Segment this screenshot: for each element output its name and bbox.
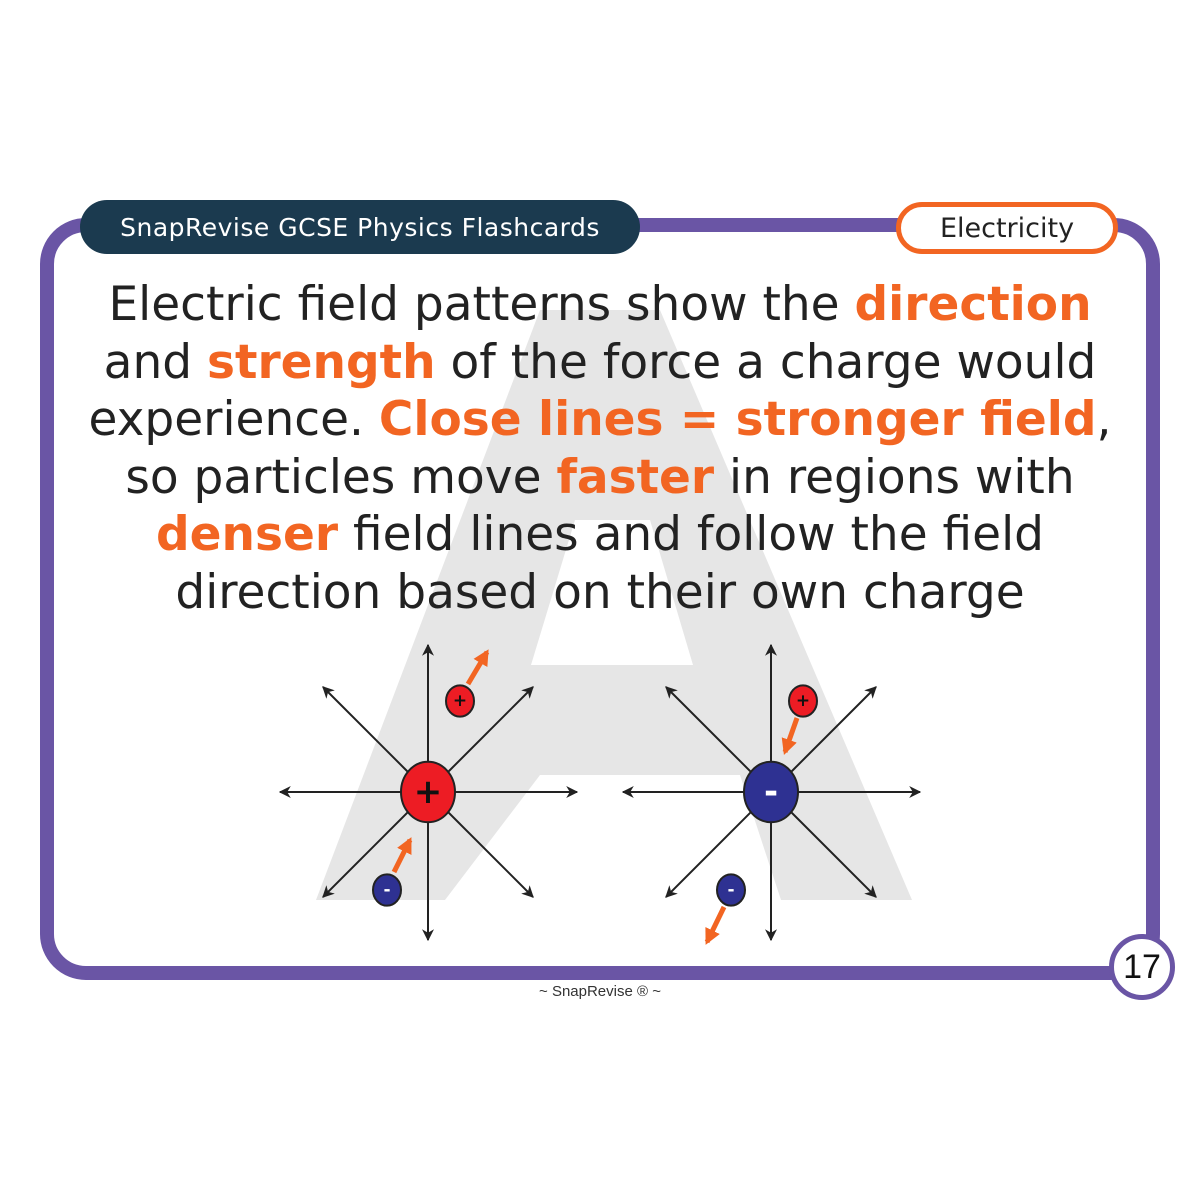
minus-sign-icon: - — [727, 880, 734, 900]
header-title: SnapRevise GCSE Physics Flashcards — [80, 200, 640, 254]
body-text-segment: in regions with — [714, 449, 1075, 505]
watermark-letter-a — [316, 310, 912, 900]
body-text-segment: Electric field patterns show the — [108, 277, 855, 332]
force-arrow — [465, 649, 490, 686]
minus-sign-icon: - — [764, 772, 778, 812]
force-arrow — [391, 837, 413, 874]
body-text-segment: and — [103, 334, 208, 390]
positive-charge — [788, 684, 818, 718]
body-text-segment: field lines and follow the field directi… — [175, 507, 1044, 620]
minus-sign-icon: - — [383, 880, 390, 900]
topic-badge: Electricity — [896, 202, 1118, 254]
body-text-segment: of the force a charge would experience. — [88, 334, 1097, 448]
highlighted-term: denser — [156, 507, 339, 562]
force-arrow — [704, 905, 727, 945]
highlighted-term: faster — [556, 449, 715, 505]
force-arrow — [781, 717, 800, 756]
footer-brand: ~ SnapRevise ® ~ — [539, 983, 661, 1000]
highlighted-term: direction — [854, 277, 1092, 332]
plus-sign-icon: + — [453, 691, 467, 711]
page-number: 17 — [1109, 934, 1175, 1000]
negative-charge — [743, 760, 799, 824]
highlighted-term: strength — [207, 334, 436, 390]
positive-charge — [400, 760, 456, 824]
highlighted-term: Close lines = stronger field — [378, 392, 1097, 447]
card-answer-text: Electric field patterns show the directi… — [60, 276, 1140, 621]
positive-charge — [445, 684, 475, 718]
negative-charge — [372, 873, 402, 907]
plus-sign-icon: + — [414, 772, 443, 812]
negative-charge — [716, 873, 746, 907]
body-text-segment: , so particles move — [125, 392, 1112, 505]
plus-sign-icon: + — [796, 691, 810, 711]
